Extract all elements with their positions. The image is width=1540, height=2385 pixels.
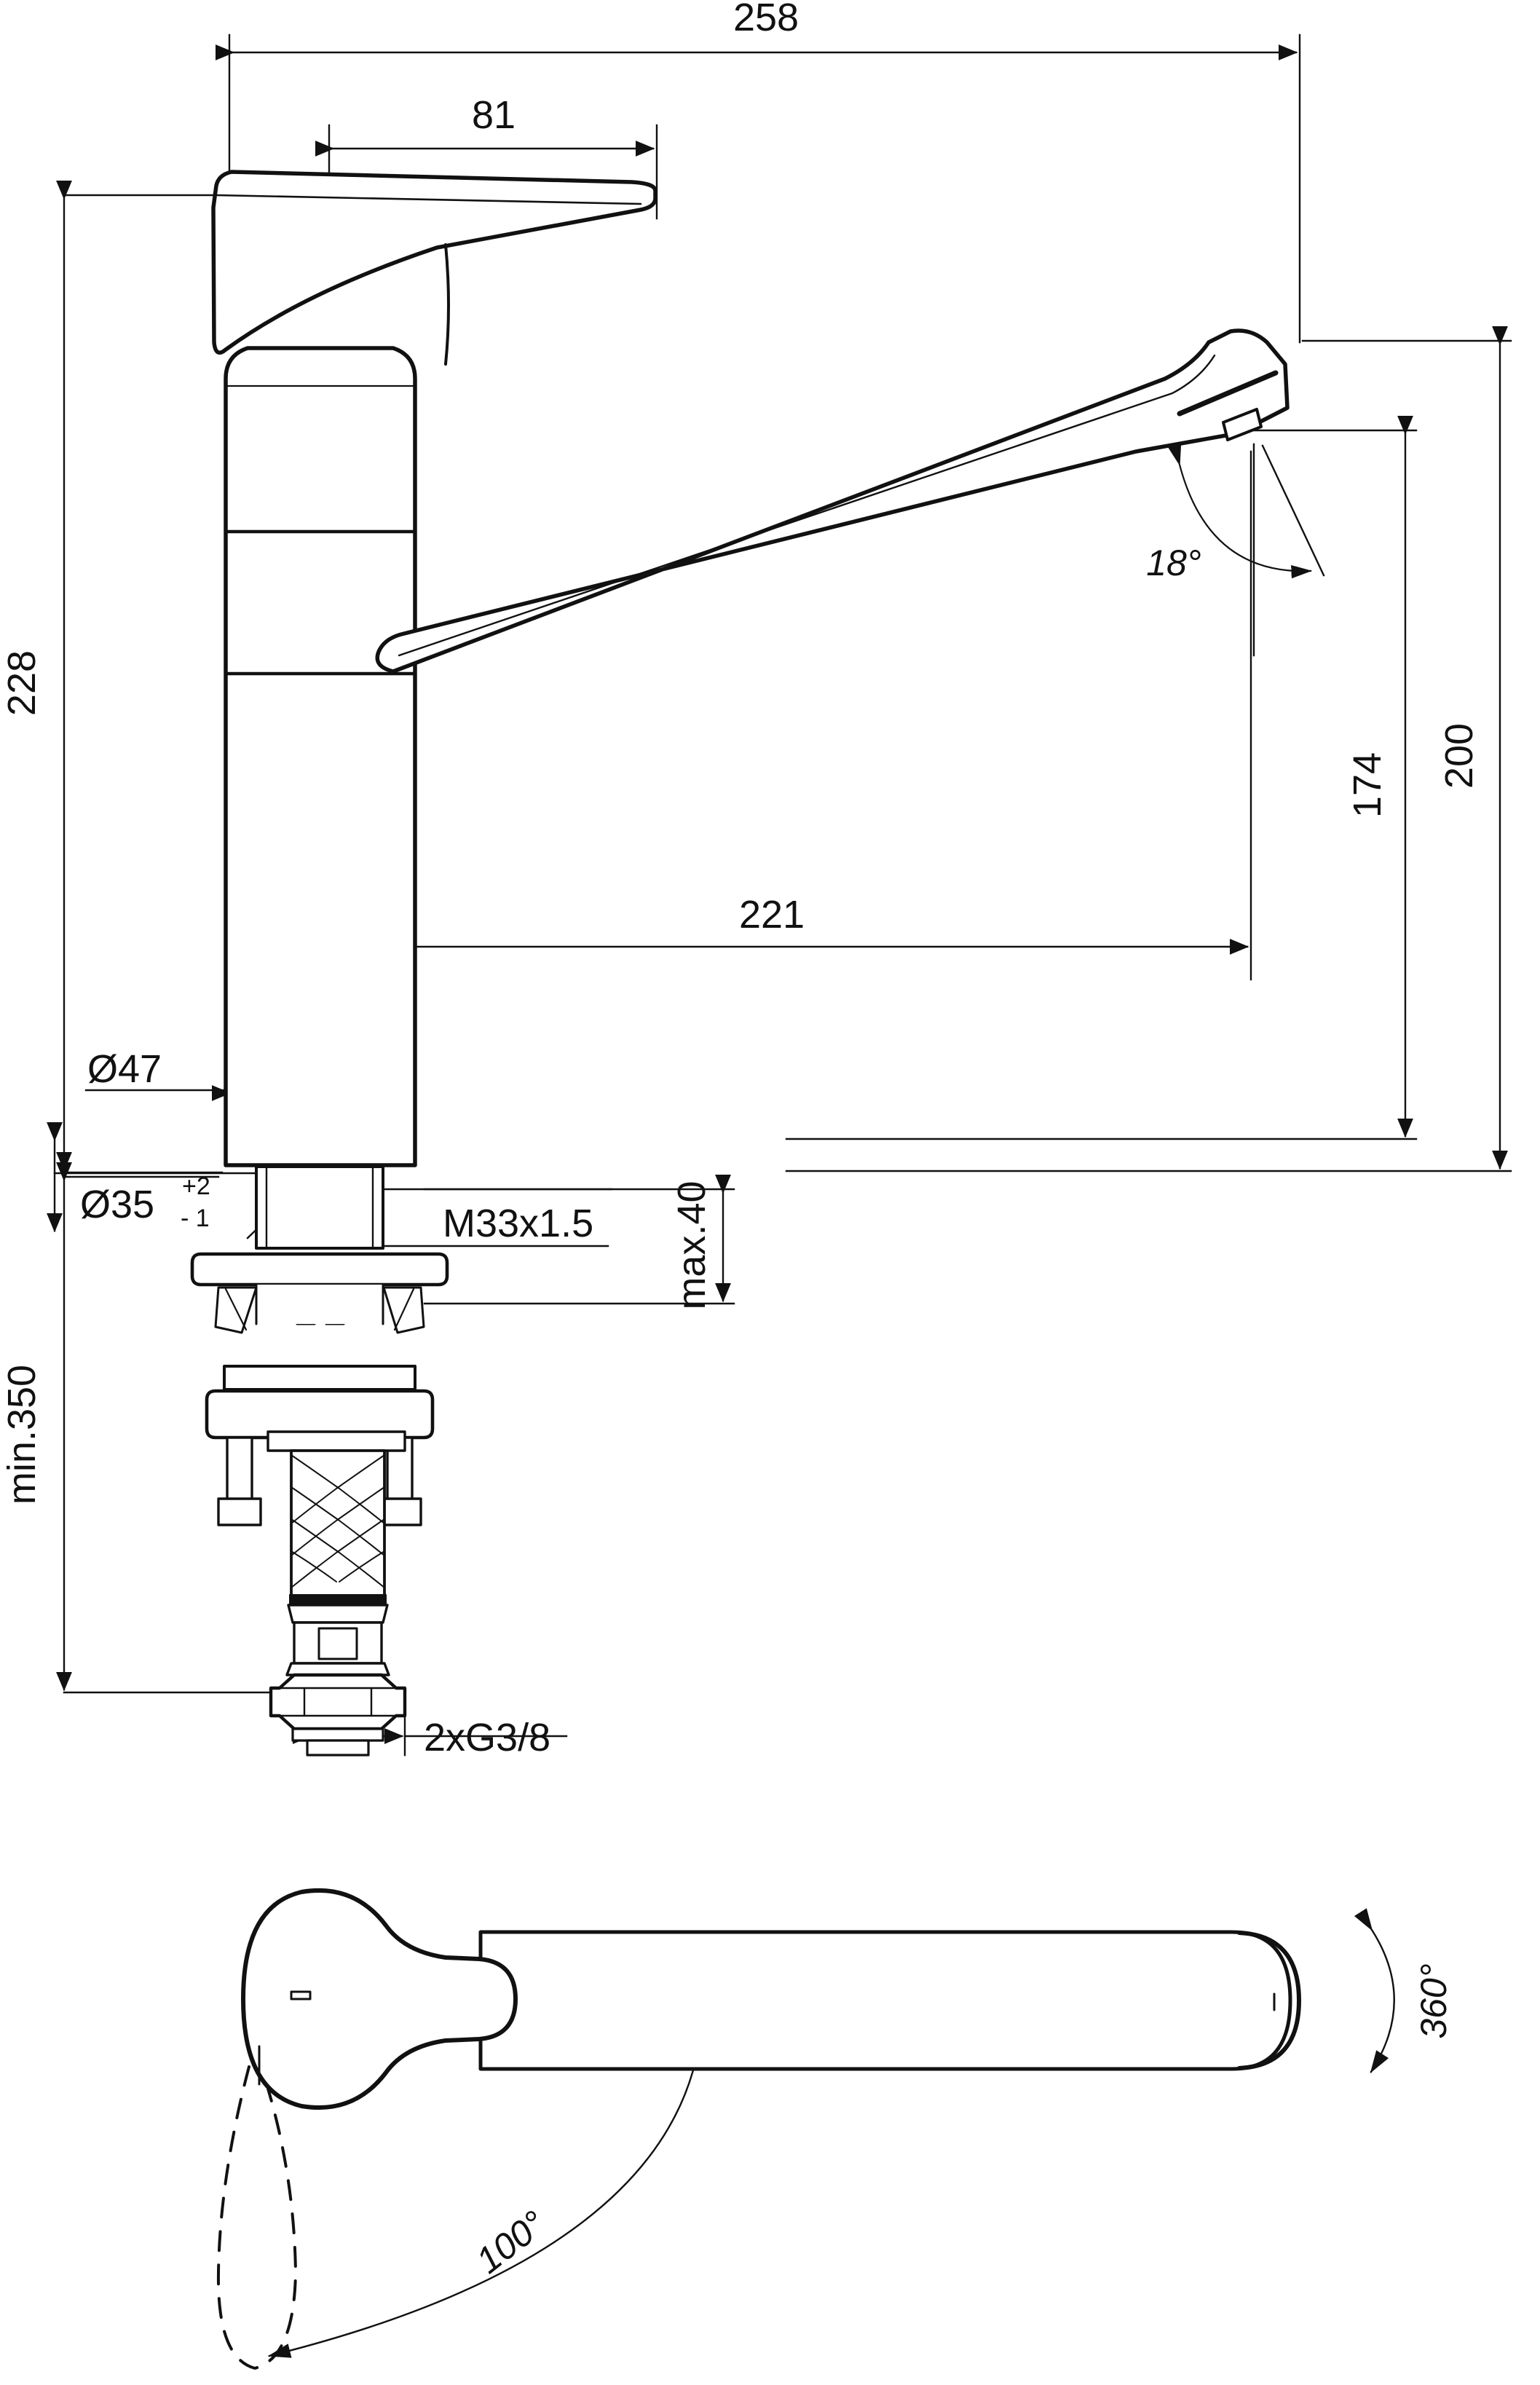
- label-body-diameter: Ø47: [87, 1047, 162, 1091]
- clamp-legs: [217, 1436, 422, 1526]
- dim-min-hose-350: [55, 1162, 307, 1694]
- dim-aerator-height-174: [785, 415, 1418, 1140]
- dim-overall-height-228: [55, 180, 227, 1174]
- label-spout-reach: 221: [739, 893, 805, 937]
- braided-hose: [289, 1449, 387, 1606]
- label-outlet-angle: 18°: [1146, 543, 1201, 583]
- label-overall-height: 228: [0, 650, 44, 716]
- label-swivel-360: 360°: [1413, 1963, 1454, 2038]
- dim-spout-height-200: [785, 326, 1512, 1172]
- label-min-hose: min.350: [0, 1365, 44, 1505]
- lever-handle-elevation: [211, 170, 658, 366]
- clamp-body: [205, 1365, 435, 1440]
- label-lever-projection: 81: [472, 93, 516, 137]
- label-aerator-height: 174: [1346, 752, 1389, 818]
- plan-view-geometry: [216, 1888, 1301, 2370]
- dim-outlet-angle-18: [1168, 443, 1325, 657]
- hose-collar: [266, 1430, 406, 1452]
- label-hole-diameter: Ø35: [80, 1183, 154, 1226]
- dim-max-deck-40: [423, 1174, 735, 1305]
- lever-rotated-dashed: [216, 2065, 297, 2370]
- dim-swivel-360: [1354, 1908, 1395, 2073]
- elevation-view-geometry: [190, 170, 1290, 1757]
- union-nut: [269, 1673, 407, 1757]
- label-max-deck: max.40: [670, 1180, 714, 1309]
- mixer-body-column: [224, 346, 417, 1167]
- label-hole-tolerance-upper: +2: [182, 1172, 210, 1200]
- label-spout-height: 200: [1437, 723, 1481, 789]
- mounting-flange: [190, 1252, 449, 1334]
- spout-arm-elevation: [375, 328, 1290, 674]
- label-supply-connection: 2xG3/8: [424, 1716, 550, 1759]
- threaded-stem: [255, 1165, 384, 1250]
- label-overall-width: 258: [733, 0, 799, 39]
- label-swivel-100: 100°: [469, 2203, 553, 2282]
- label-hole-tolerance-lower: - 1: [181, 1205, 210, 1232]
- lever-head-plan: [241, 1888, 518, 2110]
- label-thread: M33x1.5: [443, 1202, 593, 1245]
- spout-plan: [478, 1930, 1301, 2071]
- hose-fitting: [285, 1604, 390, 1676]
